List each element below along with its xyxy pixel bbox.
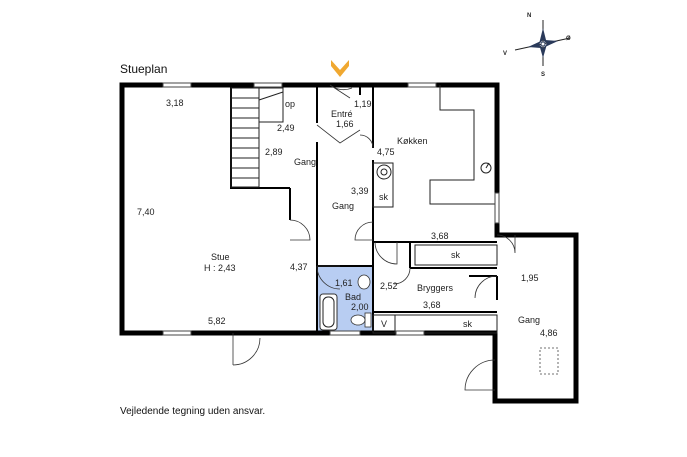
compass-s: S [541,72,545,78]
disclaimer: Vejledende tegning uden ansvar. [120,406,265,417]
kokken-dim2: 3,39 [351,186,369,196]
room-labels: 3,18 7,40 Stue H : 2,43 4,37 5,82 op 2,4… [137,98,558,338]
compass-e: Ø [566,36,571,42]
entre-dim2: 1,66 [336,119,354,129]
bryggers-dim2: 3,68 [423,300,441,310]
bryggers-v: V [381,319,387,329]
stue-height: H : 2,43 [204,263,236,273]
exterior-walls [119,82,579,404]
kokken-name: Køkken [397,136,428,146]
gang-upper-name: Gang [294,157,316,167]
windows [162,82,500,336]
stue-dim-right: 4,37 [290,262,308,272]
entrance-marker-icon [331,60,349,77]
bad-name: Bad [345,292,361,302]
stair-dim: 2,49 [277,123,295,133]
entre-name: Entré [331,109,353,119]
kokken-sk2: sk [451,250,461,260]
stair-op: op [285,99,295,109]
bryggers-name: Bryggers [417,283,454,293]
sink-icon [357,274,371,290]
bryggers-sk: sk [463,319,473,329]
kitchen-counter [372,85,497,208]
skylight [539,347,559,375]
kokken-dim1: 4,75 [377,147,395,157]
toilet-icon [350,312,372,328]
kokken-dim3: 3,68 [431,231,449,241]
gang-right-dim2: 4,86 [540,328,558,338]
staircase [230,87,284,188]
bad-dim1: 1,61 [335,278,353,288]
bryggers-dim1: 2,52 [380,281,398,291]
bad-dim2: 2,00 [351,302,369,312]
entre-dim1: 1,19 [354,99,372,109]
stue-name: Stue [211,252,230,262]
utility-counter [372,314,498,334]
interior-walls [230,85,498,333]
stue-dim-bottom: 5,82 [208,316,226,326]
doors [232,84,516,391]
stue-dim-top: 3,18 [166,98,184,108]
stue-dim-left: 7,40 [137,207,155,217]
compass-n: N [527,13,531,19]
kokken-sk1: sk [379,192,389,202]
gang-mid-name: Gang [332,201,354,211]
kitchen-cabinet [414,244,498,266]
stair-dim2: 2,89 [265,147,283,157]
compass-w: V [503,51,507,57]
gang-right-name: Gang [518,315,540,325]
plan-title: Stueplan [120,62,167,76]
compass-rose-icon: N Ø S V [503,13,571,78]
gang-right-dim1: 1,95 [521,273,539,283]
bathtub-icon [319,293,338,331]
